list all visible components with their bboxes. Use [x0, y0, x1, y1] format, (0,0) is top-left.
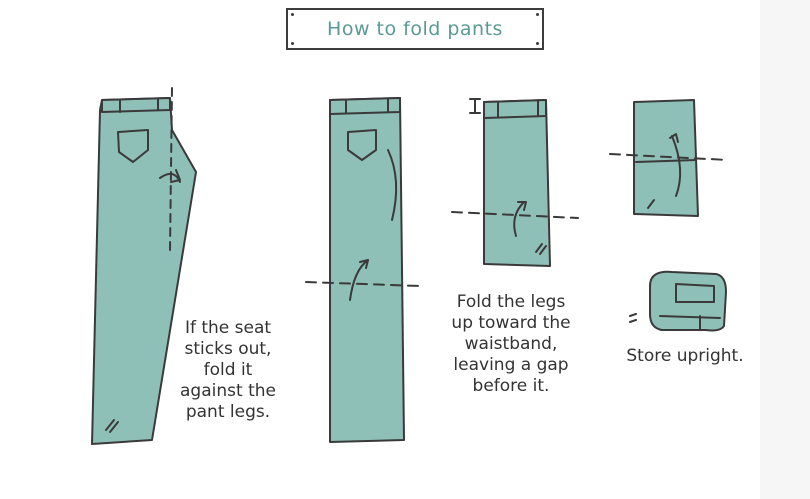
pants-step2-illustration [305, 97, 421, 443]
step4-caption: Store upright. [626, 346, 744, 366]
title-corner-dot [291, 13, 294, 16]
title-corner-dot [536, 42, 539, 45]
pants-step3-illustration [451, 98, 579, 267]
page-title: How to fold pants [327, 18, 503, 40]
pants-step4-stored-illustration [629, 270, 727, 332]
pants-step1-illustration [91, 87, 197, 445]
step1-caption: If the seat sticks out, fold it against … [180, 318, 276, 422]
step3-caption: Fold the legs up toward the waistband, l… [451, 292, 571, 396]
title-corner-dot [291, 42, 294, 45]
page-edge-strip [760, 0, 810, 499]
pants-step4-fold-illustration [609, 99, 729, 217]
title-box: How to fold pants [286, 8, 544, 50]
title-corner-dot [536, 13, 539, 16]
